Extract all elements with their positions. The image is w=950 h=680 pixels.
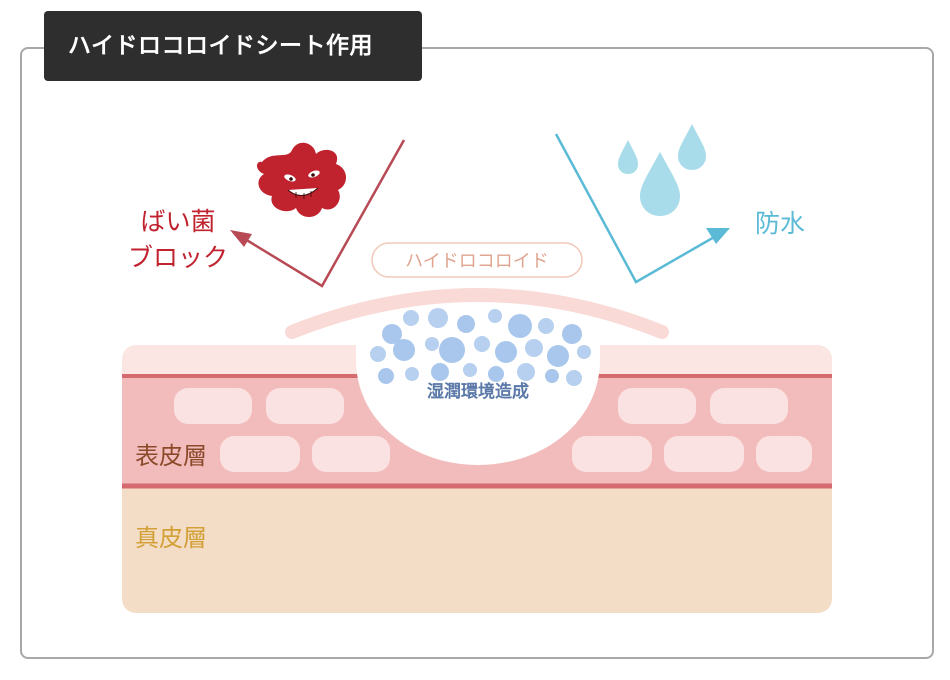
moist-label: 湿潤環境造成 — [427, 381, 529, 402]
bubble — [403, 310, 419, 326]
bubble — [538, 318, 554, 334]
bubble — [547, 345, 569, 367]
cell — [664, 436, 744, 472]
waterproof-label: 防水 — [755, 209, 805, 238]
cell — [220, 436, 300, 472]
germ-icon — [257, 143, 346, 217]
cell — [266, 388, 344, 424]
hydrocolloid-sheet — [292, 295, 662, 332]
cell — [312, 436, 390, 472]
cell — [618, 388, 696, 424]
dermis-label: 真皮層 — [135, 524, 207, 552]
cell — [174, 388, 252, 424]
bacteria-arrowhead — [230, 230, 252, 247]
bubble — [566, 370, 582, 386]
cell — [756, 436, 812, 472]
bubble — [428, 308, 448, 328]
hydrocolloid-label: ハイドロコロイド — [405, 251, 549, 272]
cell — [710, 388, 788, 424]
bubble — [370, 346, 386, 362]
bubble — [439, 337, 465, 363]
epidermis-label: 表皮層 — [135, 442, 207, 470]
bubble — [488, 309, 502, 323]
water-drops-icon — [618, 124, 706, 216]
bubble — [431, 363, 449, 381]
bubble — [405, 367, 419, 381]
bubble — [457, 315, 475, 333]
water-arrowhead — [706, 228, 730, 244]
bubble — [525, 339, 543, 357]
bacteria-label-line1: ばい菌 — [140, 207, 215, 236]
bubble — [545, 369, 559, 383]
bubble — [508, 314, 532, 338]
bacteria-label-line2: ブロック — [128, 243, 228, 272]
bubble — [517, 363, 535, 381]
bubble — [393, 339, 415, 361]
bubble — [474, 336, 490, 352]
bubble — [495, 341, 517, 363]
bubble — [488, 366, 504, 382]
bubble — [577, 345, 591, 359]
bubble — [463, 363, 477, 377]
dermis-layer — [122, 487, 832, 613]
bubble — [378, 368, 394, 384]
bubble — [562, 324, 582, 344]
cell — [572, 436, 652, 472]
bubble — [425, 337, 439, 351]
